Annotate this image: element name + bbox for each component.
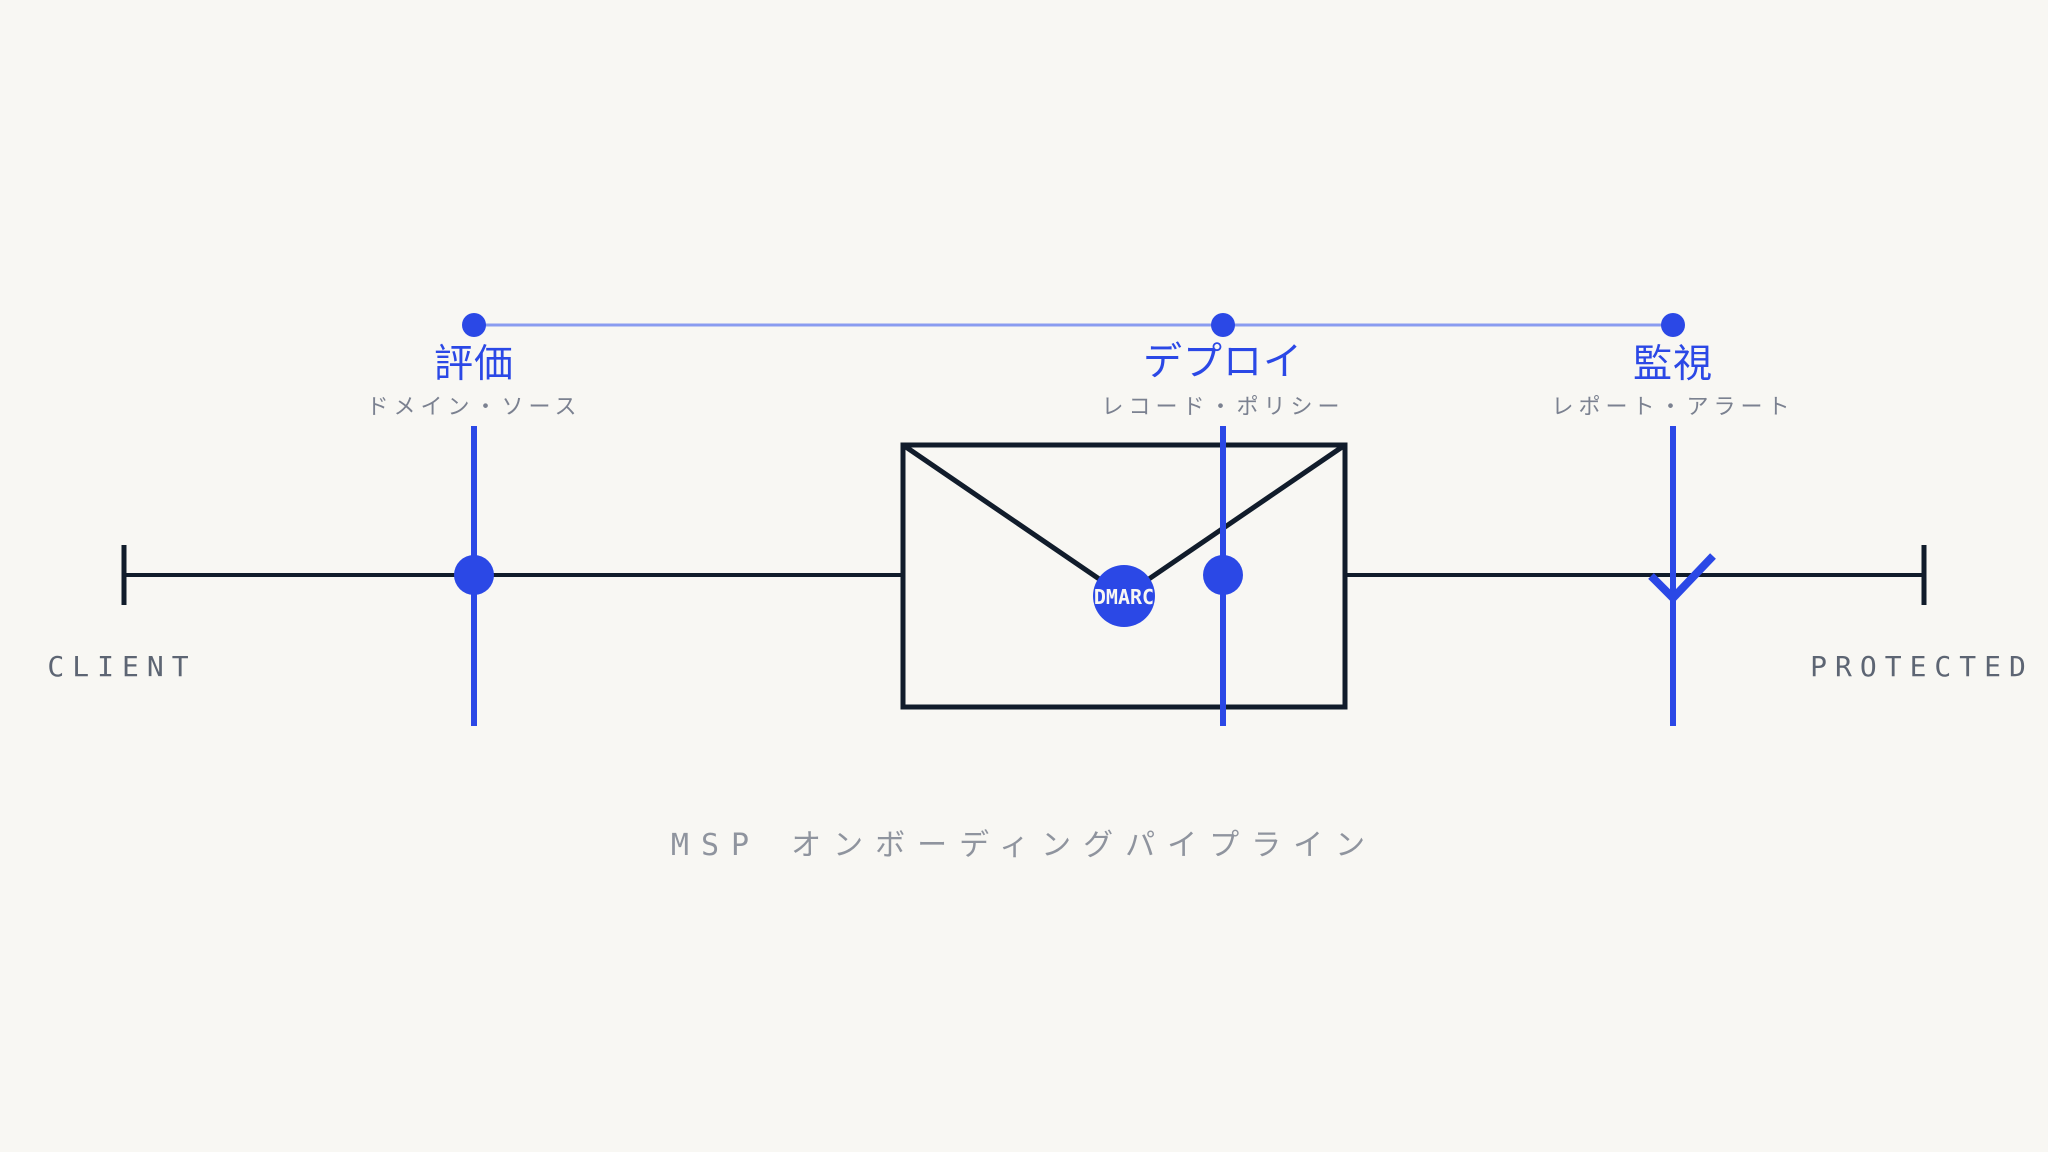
diagram-caption: MSP オンボーディングパイプライン [671, 828, 1377, 863]
stage-monitor: 監視 レポート・アラート [1551, 342, 1794, 726]
end-label: PROTECTED [1810, 650, 2034, 683]
check-icon [1648, 553, 1716, 604]
envelope-body [900, 442, 1348, 710]
stage-timeline [462, 313, 1685, 337]
stage-subtitle-deploy: レコード・ポリシー [1101, 395, 1344, 420]
dot-icon [1203, 555, 1243, 595]
stage-title-monitor: 監視 [1633, 342, 1713, 387]
pipeline-track [121, 545, 1927, 605]
stage-deploy: デプロイ レコード・ポリシー [1101, 340, 1344, 726]
stage-assess: 評価 ドメイン・ソース [367, 342, 582, 726]
stage-subtitle-monitor: レポート・アラート [1551, 395, 1794, 420]
dot-icon [454, 555, 494, 595]
timeline-node-3 [1661, 313, 1685, 337]
start-label: CLIENT [47, 650, 196, 683]
timeline-node-1 [462, 313, 486, 337]
stage-title-deploy: デプロイ [1143, 340, 1303, 385]
dmarc-seal [1093, 565, 1155, 627]
dmarc-seal-label: DMARC [1094, 585, 1154, 609]
envelope-icon: DMARC [900, 442, 1348, 710]
timeline-node-2 [1211, 313, 1235, 337]
stage-subtitle-assess: ドメイン・ソース [367, 395, 582, 420]
stage-title-assess: 評価 [434, 342, 514, 387]
